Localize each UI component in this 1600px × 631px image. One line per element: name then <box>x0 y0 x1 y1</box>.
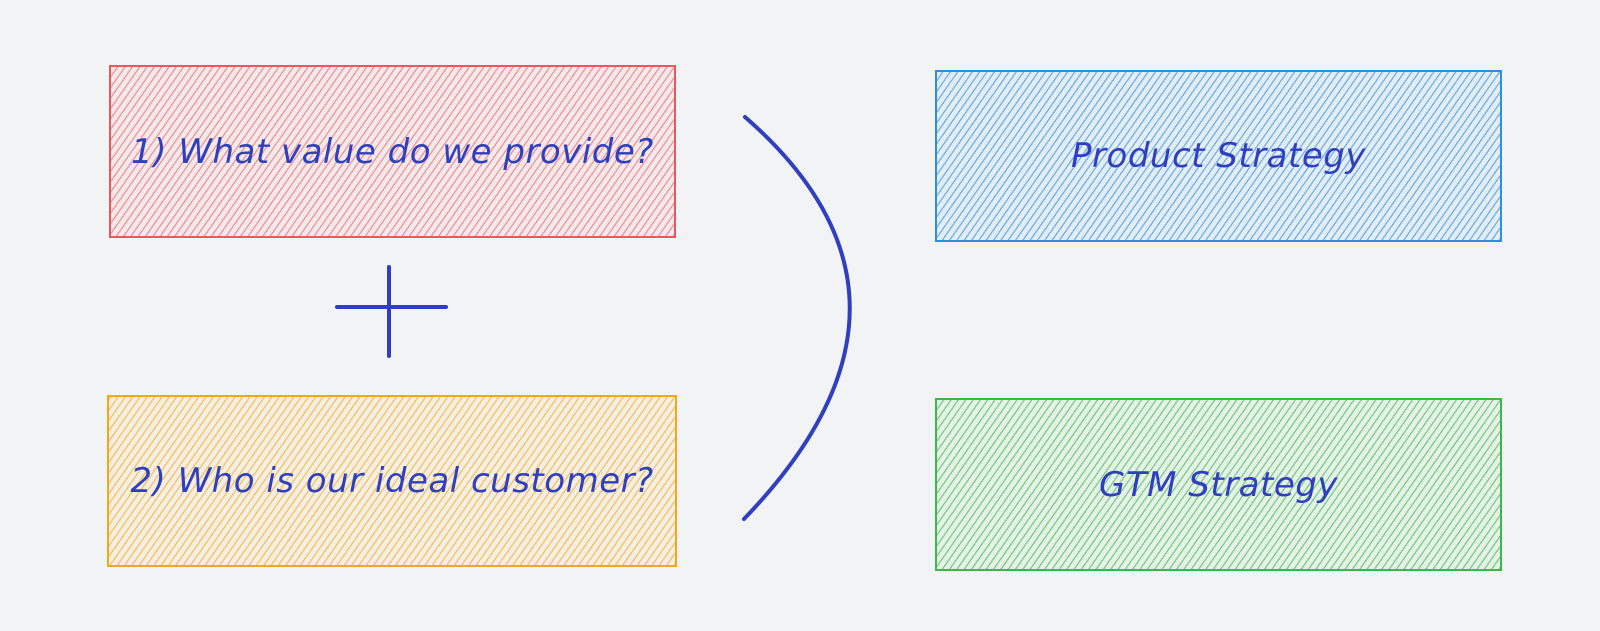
gtm-strategy-label: GTM Strategy <box>1099 464 1338 505</box>
plus-icon <box>335 265 448 358</box>
product-strategy-box: Product Strategy <box>935 70 1502 242</box>
customer-question-label: 2) Who is our ideal customer? <box>130 461 654 501</box>
customer-question-box: 2) Who is our ideal customer? <box>107 395 677 567</box>
right-bracket-icon <box>742 115 852 521</box>
value-question-label: 1) What value do we provide? <box>131 131 654 172</box>
gtm-strategy-box: GTM Strategy <box>935 398 1502 571</box>
value-question-box: 1) What value do we provide? <box>109 65 676 238</box>
product-strategy-label: Product Strategy <box>1071 136 1366 176</box>
